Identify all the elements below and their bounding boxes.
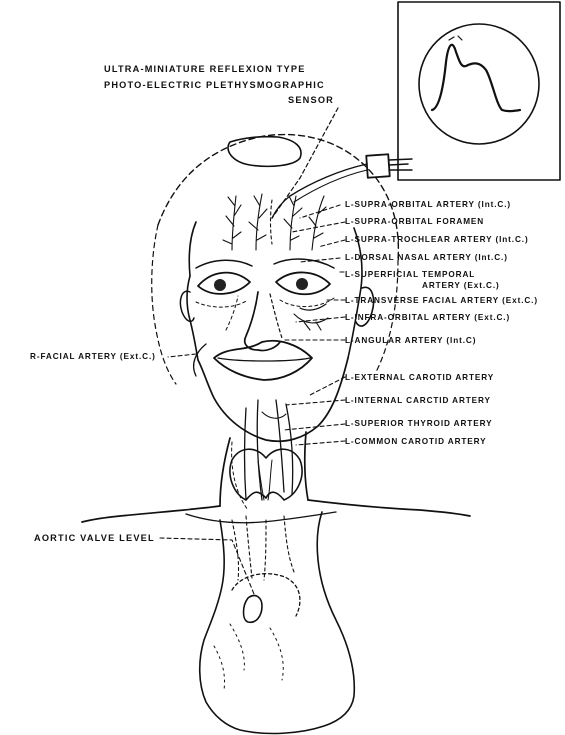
neck-and-carotid-arteries xyxy=(220,400,308,510)
thyroid-gland xyxy=(230,449,302,500)
sensor-leader-line xyxy=(272,108,338,218)
label-superficial-temporal-line1: L-SUPERFICIAL TEMPORAL xyxy=(345,270,475,280)
waveform-inset xyxy=(398,2,560,180)
label-angular-artery: L-ANGULAR ARTERY (Int.C) xyxy=(345,336,476,346)
forehead-arteries xyxy=(223,194,326,250)
label-superior-thyroid-artery: L-SUPERIOR THYROID ARTERY xyxy=(345,419,492,429)
label-infra-orbital-artery: L-INFRA-ORBITAL ARTERY (Ext.C.) xyxy=(345,313,510,323)
label-transverse-facial-artery: L-TRANSVERSE FACIAL ARTERY (Ext.C.) xyxy=(345,296,538,306)
label-supra-orbital-artery: L-SUPRA-ORBITAL ARTERY (Int.C.) xyxy=(345,200,511,210)
shoulders xyxy=(82,500,470,523)
chest-and-heart xyxy=(200,512,355,733)
label-superficial-temporal-line2: ARTERY (Ext.C.) xyxy=(422,281,500,291)
label-external-carotid-artery: L-EXTERNAL CAROTID ARTERY xyxy=(345,373,494,383)
sensor-title-line1: ULTRA-MINIATURE REFLEXION TYPE xyxy=(104,64,306,74)
waveform-frame xyxy=(398,2,560,180)
sensor-title-line3: SENSOR xyxy=(288,95,334,105)
label-common-carotid-artery: L-COMMON CAROTID ARTERY xyxy=(345,437,487,447)
waveform-circle xyxy=(419,24,539,144)
label-aortic-valve-level: AORTIC VALVE LEVEL xyxy=(34,533,155,543)
label-internal-carotid-artery: L-INTERNAL CARCTID ARTERY xyxy=(345,396,491,406)
label-supra-trochlear-artery: L-SUPRA-TROCHLEAR ARTERY (Int.C.) xyxy=(345,235,529,245)
pulse-waveform xyxy=(432,45,520,111)
sensor-title-line2: PHOTO-ELECTRIC PLETHYSMOGRAPHIC xyxy=(104,80,325,90)
nose-and-facial-vessels xyxy=(194,292,328,380)
label-supra-orbital-foramen: L-SUPRA-ORBITAL FORAMEN xyxy=(345,217,484,227)
eyes xyxy=(196,259,334,307)
aortic-valve xyxy=(244,596,263,623)
label-r-facial-artery: R-FACIAL ARTERY (Ext.C.) xyxy=(30,352,156,362)
label-dorsal-nasal-artery: L-DORSAL NASAL ARTERY (Int.C.) xyxy=(345,253,508,263)
